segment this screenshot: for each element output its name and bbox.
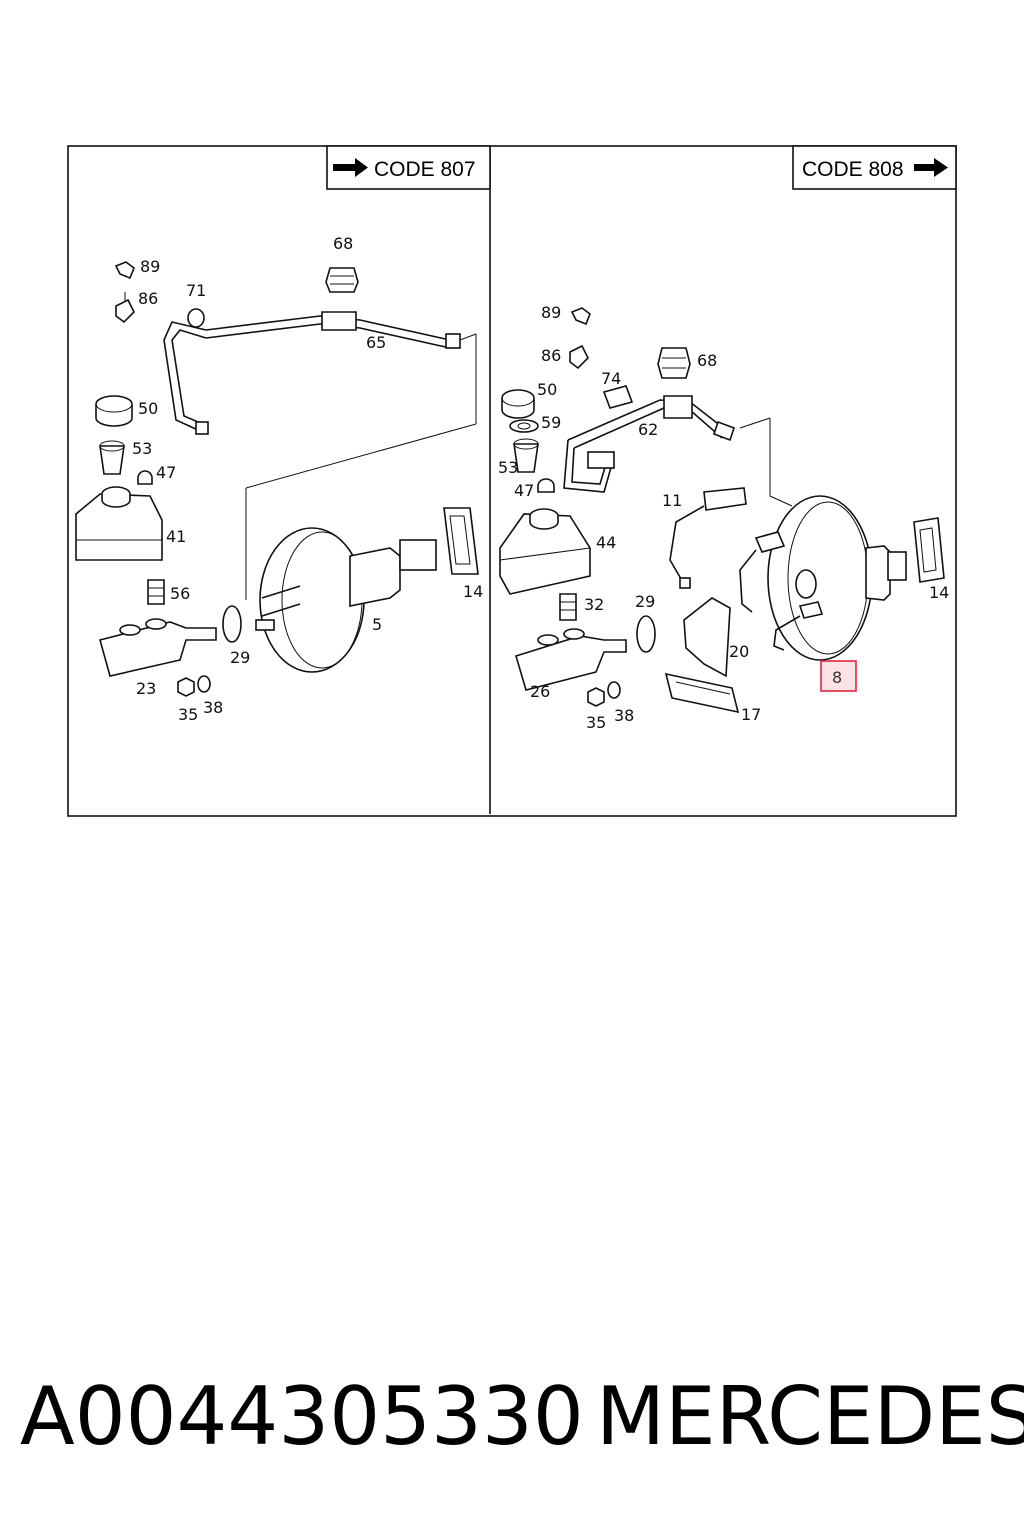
diagram-frame (67, 145, 957, 817)
callout-11: 11 (662, 491, 682, 510)
part-number: A0044305330 (20, 1370, 584, 1463)
callout-59: 59 (541, 413, 561, 432)
boot-part (325, 267, 359, 293)
grommet-part (187, 308, 205, 328)
footer: A0044305330 MERCEDES (0, 1362, 1024, 1472)
callout-74: 74 (601, 369, 621, 388)
callout-62: 62 (638, 420, 658, 439)
seal-part (559, 593, 577, 621)
callout-5: 5 (372, 615, 382, 634)
callout-53: 53 (498, 458, 518, 477)
callout-47: 47 (156, 463, 176, 482)
master-cylinder-part (515, 635, 627, 691)
callout-17: 17 (741, 705, 761, 724)
callout-35: 35 (178, 705, 198, 724)
callout-8: 8 (832, 668, 842, 687)
o-ring-part (636, 615, 656, 653)
callout-14: 14 (929, 583, 949, 602)
callout-38: 38 (614, 706, 634, 725)
callout-47: 47 (514, 481, 534, 500)
callout-32: 32 (584, 595, 604, 614)
nut-part (177, 677, 195, 697)
callout-86: 86 (138, 289, 158, 308)
sensor-part (703, 487, 747, 511)
code-807-text: CODE 807 (374, 158, 476, 181)
arrow-right-icon (914, 158, 948, 177)
arrow-right-icon (333, 158, 368, 177)
callout-50: 50 (537, 380, 557, 399)
callout-23: 23 (136, 679, 156, 698)
washer-part (197, 675, 211, 693)
strainer-part (99, 445, 125, 475)
callout-56: 56 (170, 584, 190, 603)
code-807-label: CODE 807 (326, 145, 491, 190)
callout-20: 20 (729, 642, 749, 661)
bracket-part (683, 597, 731, 678)
callout-14: 14 (463, 582, 483, 601)
right-callouts: 89 86 74 68 50 59 62 53 47 11 44 32 29 1… (498, 303, 949, 732)
fitting-part (115, 298, 135, 324)
gasket-part (913, 517, 945, 583)
strainer-part (513, 443, 539, 473)
highlighted-callout[interactable]: 8 (820, 660, 857, 692)
seal-part (147, 579, 165, 605)
o-ring-part (222, 605, 242, 643)
callout-89: 89 (541, 303, 561, 322)
callout-86: 86 (541, 346, 561, 365)
callout-53: 53 (132, 439, 152, 458)
callout-89: 89 (140, 257, 160, 276)
callout-41: 41 (166, 527, 186, 546)
code-808-text: CODE 808 (802, 158, 904, 181)
highlight-box (820, 660, 857, 692)
washer-part (607, 681, 621, 699)
clip-part (114, 261, 135, 280)
callout-35: 35 (586, 713, 606, 732)
callout-29: 29 (230, 648, 250, 667)
callout-38: 38 (203, 698, 223, 717)
nut-part (587, 687, 605, 707)
clip-part (570, 307, 591, 326)
left-callouts: 89 86 71 68 65 50 53 47 41 56 14 5 29 23… (132, 234, 483, 724)
code-808-label: CODE 808 (792, 145, 957, 190)
small-cap-part (537, 478, 555, 493)
fitting-part (569, 344, 589, 370)
callout-65: 65 (366, 333, 386, 352)
callout-29: 29 (635, 592, 655, 611)
callout-26: 26 (530, 682, 550, 701)
brand-name: MERCEDES (596, 1370, 1024, 1463)
sleeve-part (602, 385, 634, 409)
boot-part (657, 347, 691, 379)
callout-44: 44 (596, 533, 616, 552)
callout-68: 68 (333, 234, 353, 253)
reservoir-part (75, 493, 163, 561)
callout-71: 71 (186, 281, 206, 300)
right-panel-parts (499, 307, 945, 714)
left-panel-parts (75, 261, 479, 697)
callout-68: 68 (697, 351, 717, 370)
parts-diagram: CODE 807 CODE 808 (67, 145, 957, 817)
reservoir-cap-part (95, 395, 133, 427)
callout-50: 50 (138, 399, 158, 418)
filter-part (509, 419, 539, 433)
master-cylinder-part (99, 621, 217, 677)
brake-booster-part (767, 495, 873, 661)
small-cap-part (137, 470, 153, 485)
